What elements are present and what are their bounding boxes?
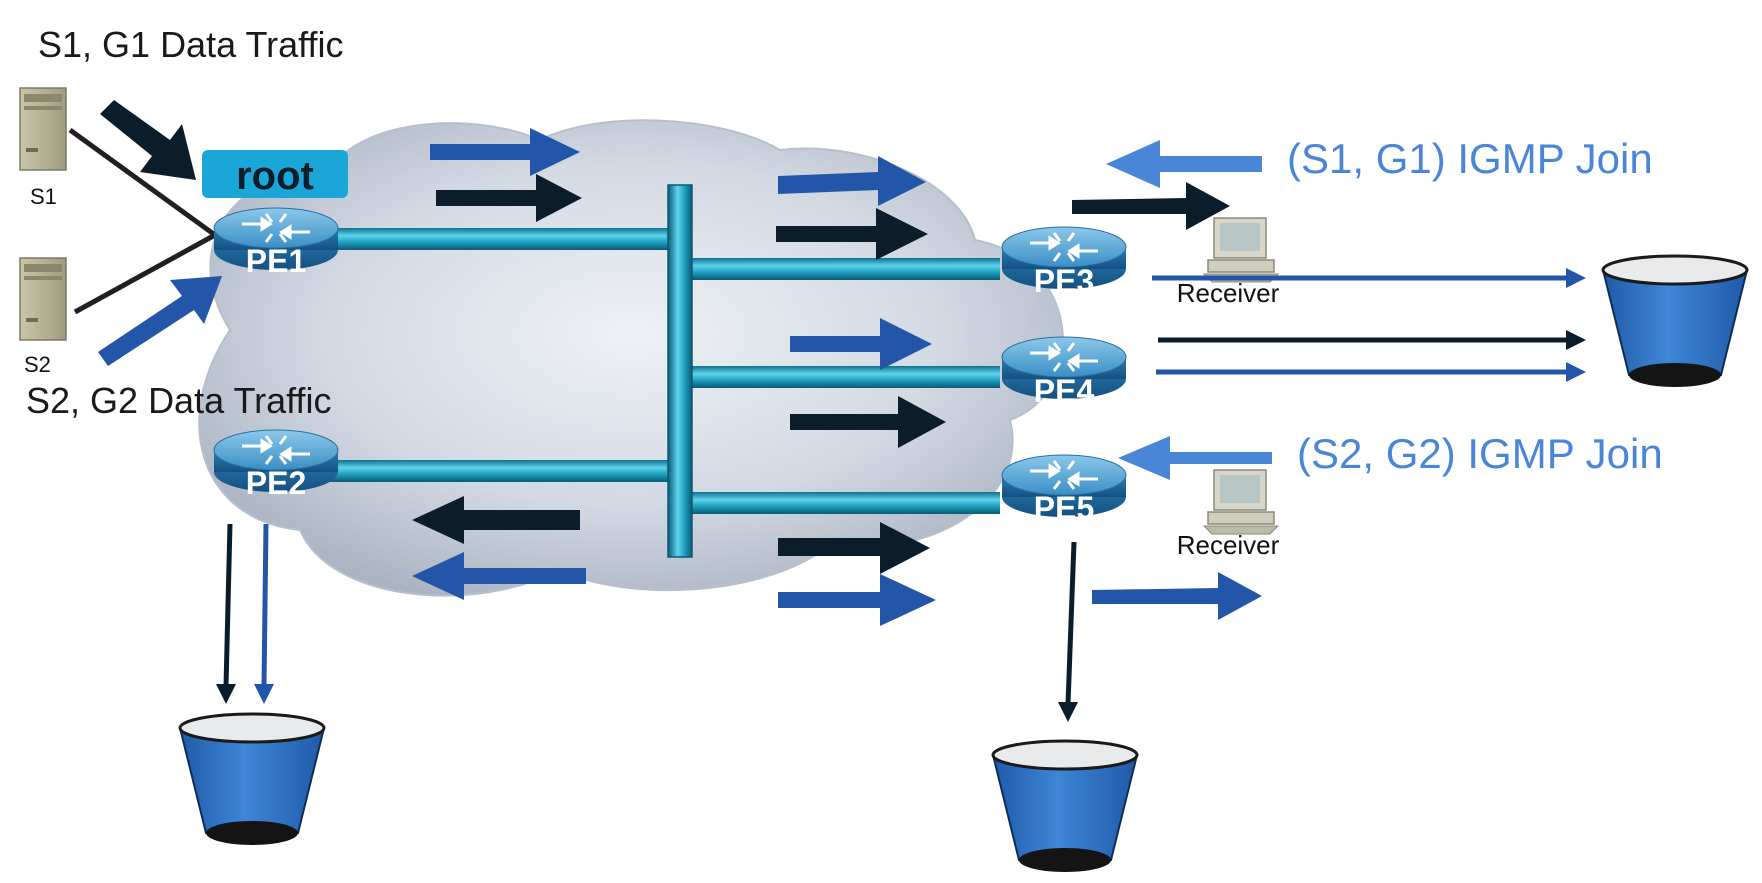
router-label-pe2: PE2 [246,465,306,501]
source-label-s2: S2 [24,352,51,377]
hub-bus [667,184,693,558]
bucket-icon [178,712,326,847]
root-badge [202,150,348,198]
desktop-computer-icon [1203,469,1279,535]
core-links [300,184,1000,558]
server-icon [19,87,67,171]
link-s1-pe1 [68,127,217,238]
s1-igmp-join-label: (S1, G1) IGMP Join [1287,135,1653,182]
server-icon [19,257,67,341]
s2-g2-traffic-label: S2, G2 Data Traffic [26,380,331,421]
link-hub-pe3 [690,258,1000,280]
link-pe2-hub [300,460,672,482]
link-hub-pe5 [690,492,1000,514]
desktop-computer-icon [1203,217,1279,283]
flow-arrows [98,100,1272,626]
link-pe1-hub [300,228,672,250]
thin-flow-arrows [216,268,1586,722]
receiver-label-1: Receiver [1177,278,1280,308]
router-label-pe3: PE3 [1034,263,1094,299]
router-label-pe1: PE1 [246,243,306,279]
source-label-s1: S1 [30,184,57,209]
router-label-pe5: PE5 [1034,490,1094,526]
s1-g1-traffic-label: S1, G1 Data Traffic [38,24,343,65]
receiver-label-2: Receiver [1177,530,1280,560]
s1-g1-flow-arrow [100,100,196,180]
root-badge-label: root [236,154,314,198]
bucket-icon [1601,254,1749,389]
link-hub-pe4 [690,366,1000,388]
router-label-pe4: PE4 [1034,373,1095,409]
s2-igmp-join-label: (S2, G2) IGMP Join [1297,430,1663,477]
link-s2-pe1 [73,232,217,315]
bucket-icon [991,739,1139,874]
s2-g2-flow-arrow [98,276,222,366]
